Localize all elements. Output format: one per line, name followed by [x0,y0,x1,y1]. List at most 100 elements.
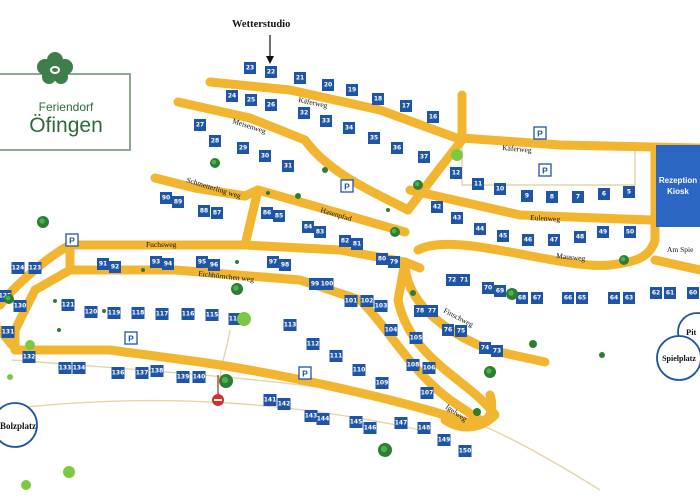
cottage-79[interactable]: 79 [388,256,400,268]
cottage-86[interactable]: 86 [261,207,273,219]
cottage-141[interactable]: 141 [263,394,277,406]
cottage-65[interactable]: 65 [576,292,588,304]
cottage-106[interactable]: 106 [422,362,436,374]
cottage-64[interactable]: 64 [608,292,620,304]
cottage-109[interactable]: 109 [375,377,389,389]
cottage-12[interactable]: 12 [450,167,462,179]
cottage-147[interactable]: 147 [394,417,408,429]
cottage-131[interactable]: 131 [1,326,15,338]
cottage-9[interactable]: 9 [521,190,533,202]
cottage-21[interactable]: 21 [294,72,306,84]
cottage-102[interactable]: 102 [360,295,374,307]
cottage-111[interactable]: 111 [329,350,343,362]
cottage-93[interactable]: 93 [150,256,162,268]
cottage-22[interactable]: 22 [265,66,277,78]
cottage-116[interactable]: 116 [181,308,195,320]
cottage-50[interactable]: 50 [624,226,636,238]
cottage-71[interactable]: 71 [458,274,470,286]
reception-kiosk-building[interactable]: Rezeption Kiosk [656,145,700,227]
cottage-44[interactable]: 44 [474,223,486,235]
cottage-150[interactable]: 150 [458,445,472,457]
cottage-144[interactable]: 144 [316,413,330,425]
cottage-130[interactable]: 130 [13,300,27,312]
cottage-24[interactable]: 24 [226,90,238,102]
cottage-17[interactable]: 17 [400,100,412,112]
cottage-99[interactable]: 99 [309,278,321,290]
cottage-34[interactable]: 34 [343,122,355,134]
cottage-28[interactable]: 28 [209,135,221,147]
cottage-75[interactable]: 75 [455,325,467,337]
cottage-133[interactable]: 133 [58,362,72,374]
cottage-45[interactable]: 45 [497,230,509,242]
cottage-95[interactable]: 95 [196,256,208,268]
cottage-143[interactable]: 143 [304,410,318,422]
cottage-104[interactable]: 104 [384,324,398,336]
cottage-81[interactable]: 81 [351,238,363,250]
cottage-37[interactable]: 37 [418,151,430,163]
cottage-73[interactable]: 73 [491,345,503,357]
cottage-76[interactable]: 76 [442,324,454,336]
cottage-32[interactable]: 32 [298,107,310,119]
cottage-96[interactable]: 96 [208,259,220,271]
cottage-42[interactable]: 42 [431,201,443,213]
cottage-74[interactable]: 74 [479,342,491,354]
cottage-23[interactable]: 23 [244,62,256,74]
cottage-82[interactable]: 82 [339,235,351,247]
cottage-105[interactable]: 105 [409,332,423,344]
cottage-16[interactable]: 16 [427,111,439,123]
cottage-138[interactable]: 138 [150,365,164,377]
cottage-103[interactable]: 103 [374,300,388,312]
cottage-20[interactable]: 20 [322,79,334,91]
cottage-94[interactable]: 94 [162,258,174,270]
cottage-119[interactable]: 119 [107,307,121,319]
cottage-110[interactable]: 110 [352,364,366,376]
cottage-117[interactable]: 117 [155,308,169,320]
cottage-35[interactable]: 35 [368,132,380,144]
cottage-148[interactable]: 148 [417,422,431,434]
cottage-11[interactable]: 11 [472,178,484,190]
cottage-30[interactable]: 30 [259,150,271,162]
cottage-25[interactable]: 25 [245,94,257,106]
cottage-48[interactable]: 48 [574,231,586,243]
cottage-27[interactable]: 27 [194,119,206,131]
cottage-31[interactable]: 31 [282,160,294,172]
cottage-137[interactable]: 137 [135,367,149,379]
cottage-67[interactable]: 67 [531,292,543,304]
cottage-18[interactable]: 18 [372,93,384,105]
cottage-6[interactable]: 6 [598,188,610,200]
cottage-113[interactable]: 113 [283,319,297,331]
cottage-115[interactable]: 115 [205,309,219,321]
cottage-36[interactable]: 36 [391,142,403,154]
cottage-33[interactable]: 33 [320,115,332,127]
cottage-88[interactable]: 88 [198,205,210,217]
cottage-123[interactable]: 123 [28,262,42,274]
cottage-149[interactable]: 149 [437,434,451,446]
cottage-142[interactable]: 142 [277,398,291,410]
cottage-68[interactable]: 68 [516,292,528,304]
cottage-47[interactable]: 47 [548,234,560,246]
cottage-19[interactable]: 19 [346,84,358,96]
cottage-132[interactable]: 132 [22,351,36,363]
cottage-70[interactable]: 70 [482,282,494,294]
cottage-89[interactable]: 89 [172,196,184,208]
cottage-112[interactable]: 112 [306,338,320,350]
cottage-92[interactable]: 92 [109,261,121,273]
cottage-85[interactable]: 85 [273,210,285,222]
cottage-124[interactable]: 124 [11,262,25,274]
cottage-120[interactable]: 120 [84,306,98,318]
cottage-72[interactable]: 72 [446,274,458,286]
cottage-107[interactable]: 107 [420,387,434,399]
cottage-10[interactable]: 10 [494,183,506,195]
cottage-101[interactable]: 101 [344,295,358,307]
cottage-5[interactable]: 5 [623,186,635,198]
cottage-8[interactable]: 8 [546,191,558,203]
cottage-62[interactable]: 62 [650,287,662,299]
cottage-100[interactable]: 100 [320,278,334,290]
cottage-108[interactable]: 108 [406,359,420,371]
cottage-80[interactable]: 80 [376,253,388,265]
cottage-77[interactable]: 77 [426,305,438,317]
cottage-69[interactable]: 69 [494,285,506,297]
cottage-29[interactable]: 29 [237,142,249,154]
cottage-60[interactable]: 60 [687,287,699,299]
cottage-136[interactable]: 136 [111,367,125,379]
